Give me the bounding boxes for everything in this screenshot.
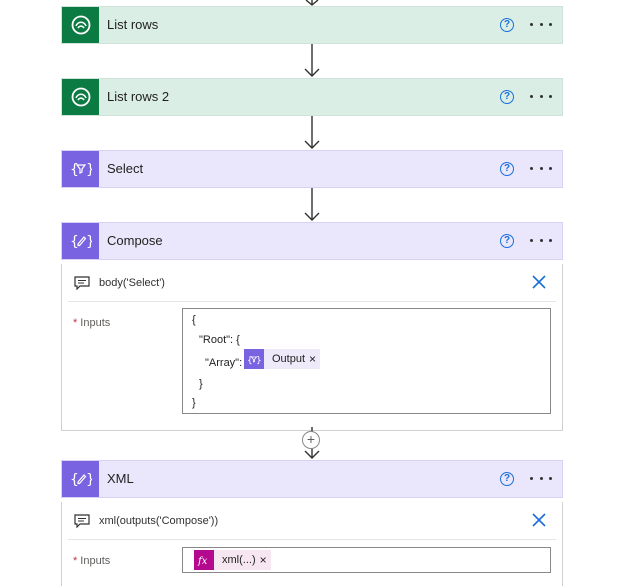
token-remove-icon[interactable]: × xyxy=(309,352,317,366)
step-card-compose[interactable]: {} Compose ? body('Select') *Inputs { "R… xyxy=(61,222,563,431)
comment-text[interactable]: body('Select') xyxy=(99,277,165,289)
data-operation-icon: {} xyxy=(62,223,99,259)
step-card-xml[interactable]: {} XML ? xml(outputs('Compose')) *Inputs… xyxy=(61,460,563,586)
step-card-list-rows[interactable]: List rows ? xyxy=(61,6,563,44)
expression-fx-icon: fx xyxy=(194,550,214,570)
comment-text[interactable]: xml(outputs('Compose')) xyxy=(99,515,219,527)
step-card-list-rows-2[interactable]: List rows 2 ? xyxy=(61,78,563,116)
data-operation-icon: {} xyxy=(62,461,99,497)
more-options-icon[interactable] xyxy=(530,88,552,104)
data-operation-icon: {} xyxy=(62,151,99,187)
code-line: "Root": { xyxy=(199,334,240,346)
code-line: "Array": xyxy=(205,357,243,369)
token-label: Output xyxy=(272,353,306,365)
token-remove-icon[interactable]: × xyxy=(259,553,267,567)
step-header[interactable]: {} XML ? xyxy=(61,460,563,498)
code-line: { xyxy=(192,314,196,326)
code-line: } xyxy=(192,397,196,409)
step-header[interactable]: {} Select ? xyxy=(61,150,563,188)
select-token-icon: {} xyxy=(244,349,264,369)
expression-token[interactable]: fx xml(...) × xyxy=(194,550,271,570)
connector-arrow xyxy=(304,188,320,221)
svg-text:}: } xyxy=(86,162,92,178)
close-icon[interactable] xyxy=(532,275,546,289)
inputs-field[interactable]: fx xml(...) × xyxy=(182,547,551,573)
step-header[interactable]: {} Compose ? xyxy=(61,222,563,260)
inputs-label-text: Inputs xyxy=(80,317,111,329)
required-marker: * xyxy=(73,555,78,567)
more-options-icon[interactable] xyxy=(530,470,552,486)
inputs-label-text: Inputs xyxy=(80,555,111,567)
inputs-label: *Inputs xyxy=(73,317,110,329)
dataverse-icon xyxy=(62,79,99,115)
add-step-button[interactable]: + xyxy=(302,431,320,449)
comment-row: body('Select') xyxy=(68,264,556,302)
dataverse-icon xyxy=(62,7,99,43)
token-label: xml(...) xyxy=(222,554,256,566)
required-marker: * xyxy=(73,317,78,329)
svg-text:{: { xyxy=(70,162,79,178)
code-line: } xyxy=(199,378,203,390)
step-title: Compose xyxy=(107,233,163,248)
svg-text:{: { xyxy=(70,472,79,488)
svg-text:}: } xyxy=(86,472,92,488)
help-icon[interactable]: ? xyxy=(500,234,514,248)
step-card-select[interactable]: {} Select ? xyxy=(61,150,563,188)
close-icon[interactable] xyxy=(532,513,546,527)
svg-text:}: } xyxy=(256,356,261,365)
step-body: xml(outputs('Compose')) *Inputs fx xml(.… xyxy=(61,502,563,586)
step-header[interactable]: List rows ? xyxy=(61,6,563,44)
connector-arrow xyxy=(304,44,320,77)
help-icon[interactable]: ? xyxy=(500,90,514,104)
output-token[interactable]: {} Output × xyxy=(244,349,321,369)
step-title: Select xyxy=(107,161,144,176)
svg-text:{: { xyxy=(247,356,253,365)
svg-text:fx: fx xyxy=(197,556,208,566)
step-header[interactable]: List rows 2 ? xyxy=(61,78,563,116)
svg-text:}: } xyxy=(86,234,92,250)
help-icon[interactable]: ? xyxy=(500,162,514,176)
more-options-icon[interactable] xyxy=(530,16,552,32)
step-title: List rows xyxy=(107,17,159,32)
more-options-icon[interactable] xyxy=(530,160,552,176)
help-icon[interactable]: ? xyxy=(500,472,514,486)
comment-icon xyxy=(74,276,90,290)
connector-arrow xyxy=(304,116,320,149)
help-icon[interactable]: ? xyxy=(500,18,514,32)
inputs-field[interactable]: { "Root": { "Array": {} Output × } } xyxy=(182,308,551,414)
step-body: body('Select') *Inputs { "Root": { "Arra… xyxy=(61,264,563,431)
connector-arrow xyxy=(305,0,319,6)
comment-row: xml(outputs('Compose')) xyxy=(68,502,556,540)
svg-text:{: { xyxy=(70,234,79,250)
inputs-label: *Inputs xyxy=(73,555,110,567)
comment-icon xyxy=(74,514,90,528)
step-title: List rows 2 xyxy=(107,89,170,104)
more-options-icon[interactable] xyxy=(530,232,552,248)
step-title: XML xyxy=(107,471,134,486)
